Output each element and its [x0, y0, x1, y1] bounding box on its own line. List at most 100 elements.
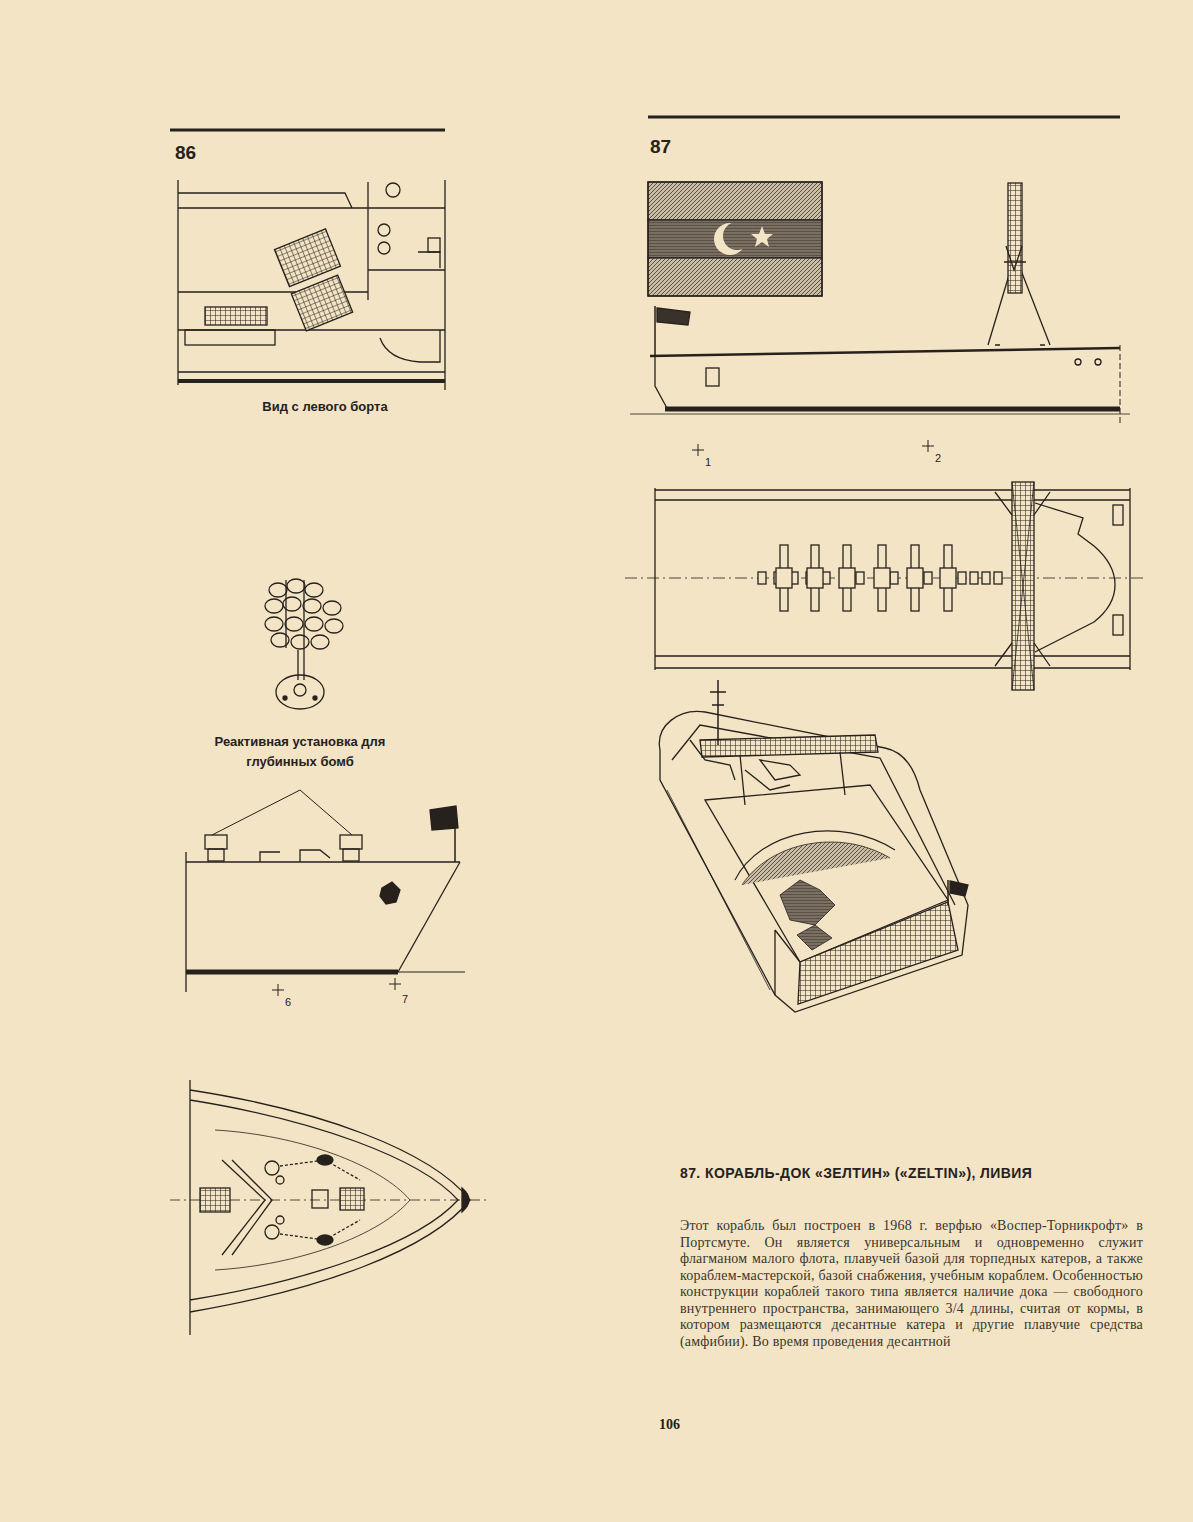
- header-rule: [170, 117, 1120, 130]
- rocket-launcher-part-part: [287, 579, 305, 593]
- plan-view-87: [625, 482, 1145, 690]
- rocket-launcher-part-part: [269, 583, 287, 597]
- perspective-view-87-part: [742, 842, 890, 885]
- rocket-launcher-part: [294, 684, 306, 696]
- rocket-launcher-part-part: [305, 617, 323, 631]
- plan-view-87-part-part: [839, 568, 855, 588]
- bow-top-view-part: [265, 1225, 279, 1239]
- header-rule-part: [648, 116, 1120, 119]
- side-view-87-part: [657, 308, 690, 325]
- side-view-87-part: [1120, 345, 1121, 425]
- side-view-86-part: [418, 252, 440, 268]
- side-view-86-part: [378, 242, 390, 254]
- side-view-86-part: [378, 224, 390, 236]
- rocket-launcher-part-part: [311, 635, 329, 649]
- rocket-launcher-part-part: [265, 599, 283, 613]
- bow-side-view-part: [398, 862, 460, 972]
- side-view-86: [178, 180, 445, 390]
- perspective-view-87-part: [947, 880, 949, 905]
- perspective-view-87-part: [710, 680, 726, 745]
- plan-view-87-part: [1113, 615, 1123, 635]
- bow-side-view-part: [272, 978, 401, 996]
- perspective-view-87-part: [797, 925, 832, 950]
- perspective-view-87-part: [659, 711, 968, 1012]
- header-rule-part: [170, 129, 445, 132]
- side-view-87-part: [1004, 246, 1026, 270]
- figure-number: 86: [175, 142, 235, 164]
- bow-top-view-part: [189, 1080, 190, 1335]
- side-view-87-part: [650, 348, 1120, 356]
- side-view-87-part: [665, 407, 1120, 412]
- perspective-view-87-part: [700, 735, 878, 757]
- bow-side-view-part: [380, 882, 400, 904]
- bow-side-view: [186, 790, 465, 996]
- plan-view-87-part: [655, 488, 1130, 670]
- flag-87-part: [648, 182, 822, 220]
- flag-87-part: [723, 222, 751, 250]
- bow-side-view-part: [260, 850, 330, 862]
- flag-87-part: [648, 258, 822, 296]
- side-view-86-part: [428, 238, 440, 252]
- flag-87-part: [648, 220, 822, 258]
- bow-side-view-part: [343, 849, 359, 861]
- side-view-87-part: [1095, 359, 1101, 365]
- plan-view-87-part: [1035, 503, 1115, 652]
- station-number: 7: [402, 993, 422, 1005]
- side-view-87-part: [630, 414, 1130, 415]
- view-caption: Вид с левого борта: [225, 397, 425, 417]
- side-view-86-part: [386, 183, 400, 197]
- ship-drawings-part: [170, 117, 1145, 1335]
- plan-view-87-part-part: [776, 568, 792, 588]
- bow-top-view-part: [317, 1235, 333, 1245]
- perspective-view-87-part: [950, 881, 968, 896]
- side-view-87-part: [1008, 183, 1022, 293]
- rocket-launcher-part: [313, 696, 317, 700]
- rocket-launcher-part: [283, 696, 287, 700]
- rocket-launcher: [265, 579, 343, 709]
- side-view-87-part: [1075, 359, 1081, 365]
- rocket-launcher-part-part: [325, 619, 343, 633]
- bow-top-view-part: [265, 1161, 279, 1175]
- plan-view-87-part-part: [907, 568, 923, 588]
- plan-view-87-part-part: [970, 572, 978, 584]
- perspective-view-87-part: [775, 930, 800, 995]
- rocket-launcher-part-part: [323, 601, 341, 615]
- bow-top-view-part: [276, 1176, 284, 1184]
- plan-view-87-part: [758, 545, 1002, 611]
- perspective-view-87-part: [690, 740, 790, 790]
- station-number: 6: [285, 996, 305, 1008]
- rocket-launcher-part-part: [305, 583, 323, 597]
- bow-top-view-part: [280, 1160, 360, 1240]
- bow-side-view-part: [430, 806, 458, 830]
- side-view-87-part: [706, 368, 719, 386]
- bow-side-view-part: [212, 790, 352, 835]
- plan-view-87-part-part: [958, 572, 966, 584]
- rocket-launcher-part-part: [285, 617, 303, 631]
- side-view-86-part: [178, 330, 445, 372]
- flag-87-part: [648, 182, 822, 296]
- bow-top-view-part: [312, 1190, 328, 1208]
- station-number: 1: [705, 456, 725, 468]
- bow-side-view-part: [205, 835, 227, 849]
- side-view-86-part: [291, 275, 352, 331]
- bow-top-view-part: [317, 1155, 333, 1165]
- flag-87-part: [751, 226, 773, 247]
- bow-side-view-part: [186, 861, 460, 862]
- body-text: Этот корабль был построен в 1968 г. верф…: [680, 1218, 1143, 1350]
- figure-number: 87: [650, 136, 710, 158]
- bow-top-view-part: [340, 1188, 364, 1210]
- bow-side-view-part: [340, 835, 362, 849]
- side-view-87: [630, 183, 1130, 456]
- plan-view-87-part-part: [940, 568, 956, 588]
- bow-side-view-part: [208, 849, 224, 861]
- bow-side-view-part: [186, 970, 398, 975]
- perspective-view-87-part: [667, 790, 770, 990]
- flag-87: [648, 182, 822, 296]
- bow-top-view-part: [200, 1188, 230, 1212]
- perspective-view-87: [659, 680, 968, 1012]
- side-view-86-part: [178, 180, 445, 390]
- side-view-87-part: [692, 440, 934, 456]
- side-view-86-part: [205, 307, 267, 325]
- plan-view-87-part-part: [874, 568, 890, 588]
